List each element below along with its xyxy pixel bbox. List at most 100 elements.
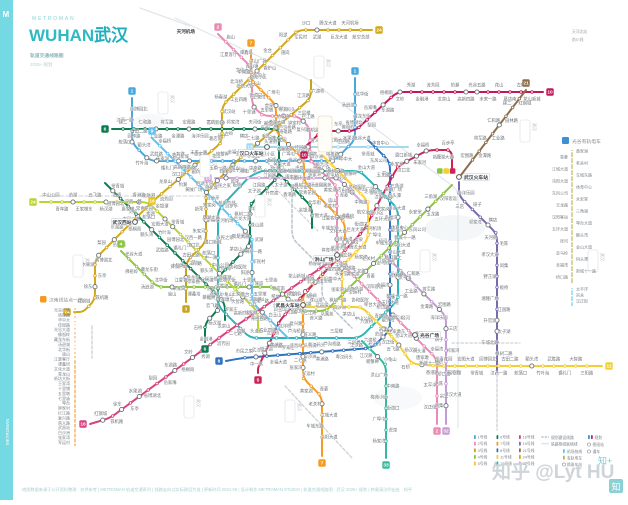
svg-text:常青城: 常青城	[470, 370, 484, 377]
svg-text:走马岭: 走马岭	[556, 250, 568, 256]
svg-text:汉正街: 汉正街	[424, 403, 438, 410]
svg-text:新城十一路: 新城十一路	[576, 268, 596, 274]
svg-text:杨家湾: 杨家湾	[355, 253, 369, 260]
svg-text:铁机路: 铁机路	[96, 294, 110, 301]
svg-text:石桥: 石桥	[113, 192, 122, 199]
svg-text:梅苑小区: 梅苑小区	[258, 151, 276, 158]
svg-text:建二: 建二	[503, 100, 512, 107]
svg-text:小龟山: 小龟山	[342, 188, 355, 195]
svg-text:二七路: 二七路	[229, 330, 243, 337]
svg-text:航空总部: 航空总部	[357, 209, 375, 216]
svg-text:铁机路: 铁机路	[110, 418, 124, 425]
svg-text:珠山湖: 珠山湖	[251, 222, 264, 229]
svg-text:北华街: 北华街	[356, 91, 370, 98]
svg-text:庙山: 庙山	[168, 291, 177, 298]
svg-text:芦沟桥路: 芦沟桥路	[288, 328, 306, 335]
svg-text:虎泉: 虎泉	[295, 165, 304, 172]
svg-text:拦江路: 拦江路	[58, 410, 70, 416]
svg-text:枫树一路: 枫树一路	[329, 297, 347, 304]
svg-text:将军路: 将军路	[474, 135, 488, 142]
svg-text:梅苑小区: 梅苑小区	[366, 209, 384, 216]
svg-text:中一路: 中一路	[250, 360, 264, 367]
svg-text:舵落口: 舵落口	[119, 139, 132, 146]
svg-text:武汉站: 武汉站	[307, 278, 321, 285]
svg-text:横店: 横店	[489, 217, 498, 224]
svg-text:竹叶海: 竹叶海	[218, 265, 232, 272]
svg-text:有轨电车: 有轨电车	[567, 455, 582, 460]
svg-text:杨家湾: 杨家湾	[277, 113, 291, 120]
svg-text:13: 13	[247, 145, 253, 151]
svg-text:东风公司: 东风公司	[370, 157, 387, 164]
svg-text:规划: 规划	[595, 435, 603, 440]
svg-text:金银潭: 金银潭	[299, 207, 313, 214]
svg-text:东湖路: 东湖路	[381, 107, 395, 114]
svg-text:江汉路: 江汉路	[360, 352, 374, 359]
svg-text:塔子湖: 塔子湖	[260, 346, 273, 353]
svg-text:拦江路: 拦江路	[304, 309, 318, 316]
svg-text:车城东路: 车城东路	[321, 225, 339, 232]
svg-text:大智路: 大智路	[569, 356, 583, 363]
svg-text:白玉山: 白玉山	[269, 312, 282, 319]
svg-text:光谷大道: 光谷大道	[125, 250, 143, 257]
svg-text:朱家河: 朱家河	[156, 155, 170, 162]
svg-text:汉西一路: 汉西一路	[116, 117, 134, 124]
svg-text:琴台大道: 琴台大道	[273, 161, 291, 168]
svg-text:竹叶海: 竹叶海	[158, 229, 172, 236]
svg-text:珞雄路: 珞雄路	[326, 151, 340, 158]
svg-text:工业四路: 工业四路	[230, 96, 248, 103]
svg-text:海洋乐园: 海洋乐园	[430, 314, 447, 321]
svg-text:三阳路: 三阳路	[580, 370, 594, 377]
svg-text:王家湾: 王家湾	[335, 262, 349, 269]
svg-text:琴台大道: 琴台大道	[364, 301, 382, 308]
svg-text:32号线: 32号线	[523, 461, 535, 466]
svg-text:闵集: 闵集	[268, 135, 277, 142]
svg-text:舵落口: 舵落口	[202, 249, 215, 256]
svg-text:纸坊大街: 纸坊大街	[219, 277, 237, 284]
svg-text:2号线: 2号线	[478, 441, 488, 446]
svg-text:天河机场: 天河机场	[341, 20, 359, 27]
svg-text:玉龙路: 玉龙路	[426, 211, 440, 218]
svg-text:金潭路: 金潭路	[420, 303, 434, 310]
svg-text:武汉: 武汉	[212, 158, 218, 166]
svg-text:金台: 金台	[263, 47, 272, 54]
svg-text:阳逻: 阳逻	[241, 269, 250, 276]
svg-text:永安堂: 永安堂	[335, 270, 349, 277]
svg-text:百步亭: 百步亭	[225, 202, 239, 209]
svg-text:首义路: 首义路	[311, 137, 325, 144]
svg-text:香港路: 香港路	[283, 191, 297, 198]
svg-text:9: 9	[151, 129, 154, 135]
svg-text:巨龙大道: 巨龙大道	[234, 215, 252, 222]
svg-text:8: 8	[218, 359, 221, 365]
svg-text:省博湖北: 省博湖北	[346, 119, 364, 126]
svg-text:大智路: 大智路	[171, 262, 185, 269]
svg-text:5号线: 5号线	[478, 461, 488, 466]
svg-text:珞雄路: 珞雄路	[343, 265, 357, 272]
svg-text:唐家墩: 唐家墩	[122, 206, 136, 213]
svg-text:云飞路: 云飞路	[206, 302, 220, 309]
svg-text:五环大道: 五环大道	[552, 226, 568, 232]
svg-text:宗关: 宗关	[387, 294, 396, 301]
svg-text:宋家岗: 宋家岗	[377, 206, 390, 213]
svg-text:阳逻: 阳逻	[324, 276, 333, 283]
svg-text:文化大道: 文化大道	[54, 365, 70, 371]
svg-text:太平洋: 太平洋	[391, 314, 405, 321]
svg-text:三店: 三店	[207, 119, 216, 126]
svg-text:桥口路: 桥口路	[377, 303, 391, 310]
svg-text:光谷广场: 光谷广场	[419, 332, 439, 339]
svg-text:豹澥: 豹澥	[451, 82, 460, 89]
svg-text:香炉山: 香炉山	[263, 65, 276, 72]
svg-text:秀湖: 秀湖	[407, 82, 416, 89]
svg-text:东风公司: 东风公司	[552, 190, 568, 196]
svg-text:谭鑫培: 谭鑫培	[341, 213, 355, 220]
svg-text:车城东路: 车城东路	[576, 172, 592, 178]
svg-text:古田二路: 古田二路	[501, 356, 519, 363]
svg-text:新城十一路: 新城十一路	[419, 359, 441, 366]
svg-text:武汉: 武汉	[170, 95, 176, 103]
svg-text:黄浦路: 黄浦路	[316, 355, 330, 362]
svg-text:太平洋: 太平洋	[424, 381, 438, 388]
svg-text:二七路: 二七路	[247, 135, 261, 142]
svg-text:光谷有轨电车: 光谷有轨电车	[572, 138, 601, 145]
svg-text:虎泉: 虎泉	[389, 427, 398, 434]
svg-text:沌阳大道: 沌阳大道	[335, 236, 353, 243]
svg-text:北华街: 北华街	[308, 199, 322, 206]
